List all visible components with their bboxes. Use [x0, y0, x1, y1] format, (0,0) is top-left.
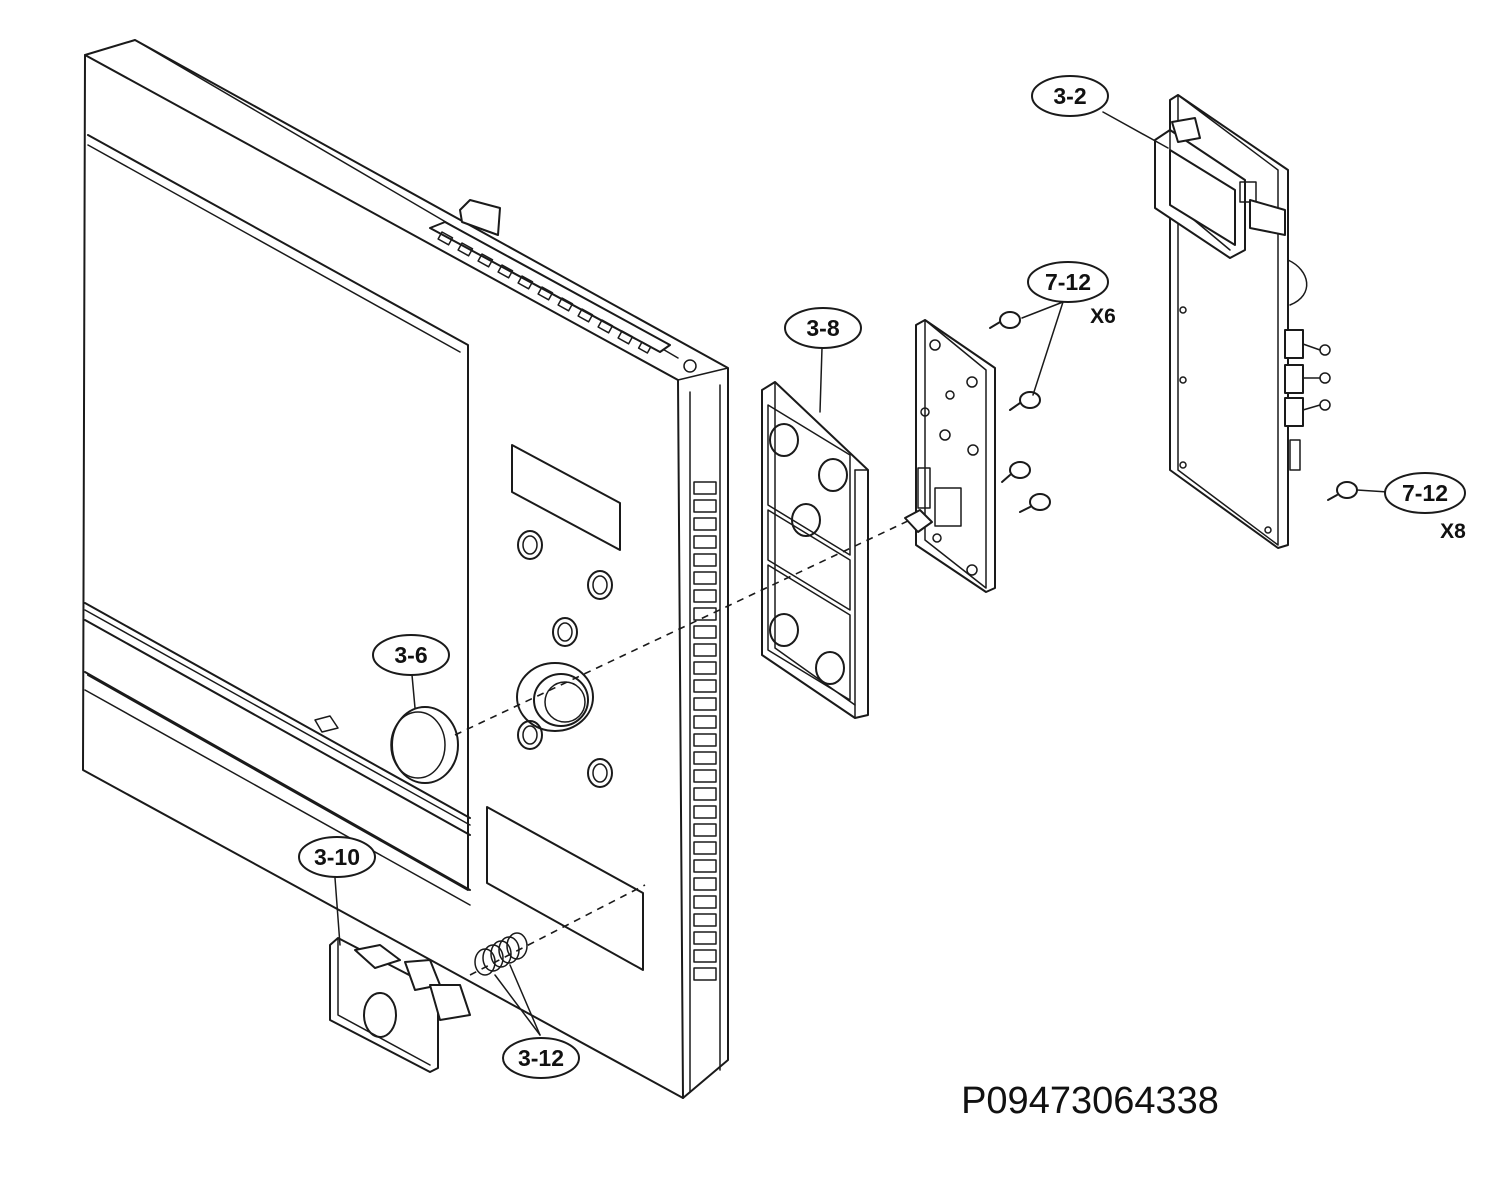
- callout-7-12-right: 7-12: [1384, 472, 1466, 514]
- main-circuit-board: [1154, 94, 1331, 549]
- screws-top-group: [989, 311, 1051, 513]
- callout-3-12-label: 3-12: [518, 1045, 564, 1071]
- callout-7-12-top: 7-12: [1027, 261, 1109, 303]
- assembly-lines: [454, 519, 911, 976]
- control-panel-door: [82, 39, 729, 1099]
- callout-3-10: 3-10: [298, 836, 376, 878]
- callout-3-2-label: 3-2: [1053, 83, 1086, 109]
- leader-lines: [334, 111, 1389, 1036]
- callout-7-12-right-label: 7-12: [1402, 480, 1448, 506]
- panel-button-holes: [517, 530, 613, 788]
- callout-3-10-label: 3-10: [314, 844, 360, 870]
- callout-3-6-label: 3-6: [394, 642, 427, 668]
- callout-3-8: 3-8: [784, 307, 862, 349]
- small-circuit-board: [904, 319, 996, 593]
- callout-3-2: 3-2: [1031, 75, 1109, 117]
- callout-7-12-top-label: 7-12: [1045, 269, 1091, 295]
- quantity-x8: X8: [1440, 520, 1466, 543]
- drawing-code: P09473064338: [961, 1080, 1219, 1122]
- top-vent-slots: [437, 231, 652, 354]
- knob-part: [390, 706, 459, 784]
- callout-3-12: 3-12: [502, 1037, 580, 1079]
- quantity-x6: X6: [1090, 305, 1116, 328]
- screw-right: [1327, 481, 1358, 501]
- bracket-part: [329, 937, 471, 1073]
- side-vent-slots: [693, 481, 717, 981]
- callout-3-8-label: 3-8: [806, 315, 839, 341]
- button-frame-part: [761, 381, 869, 719]
- callout-3-6: 3-6: [372, 634, 450, 676]
